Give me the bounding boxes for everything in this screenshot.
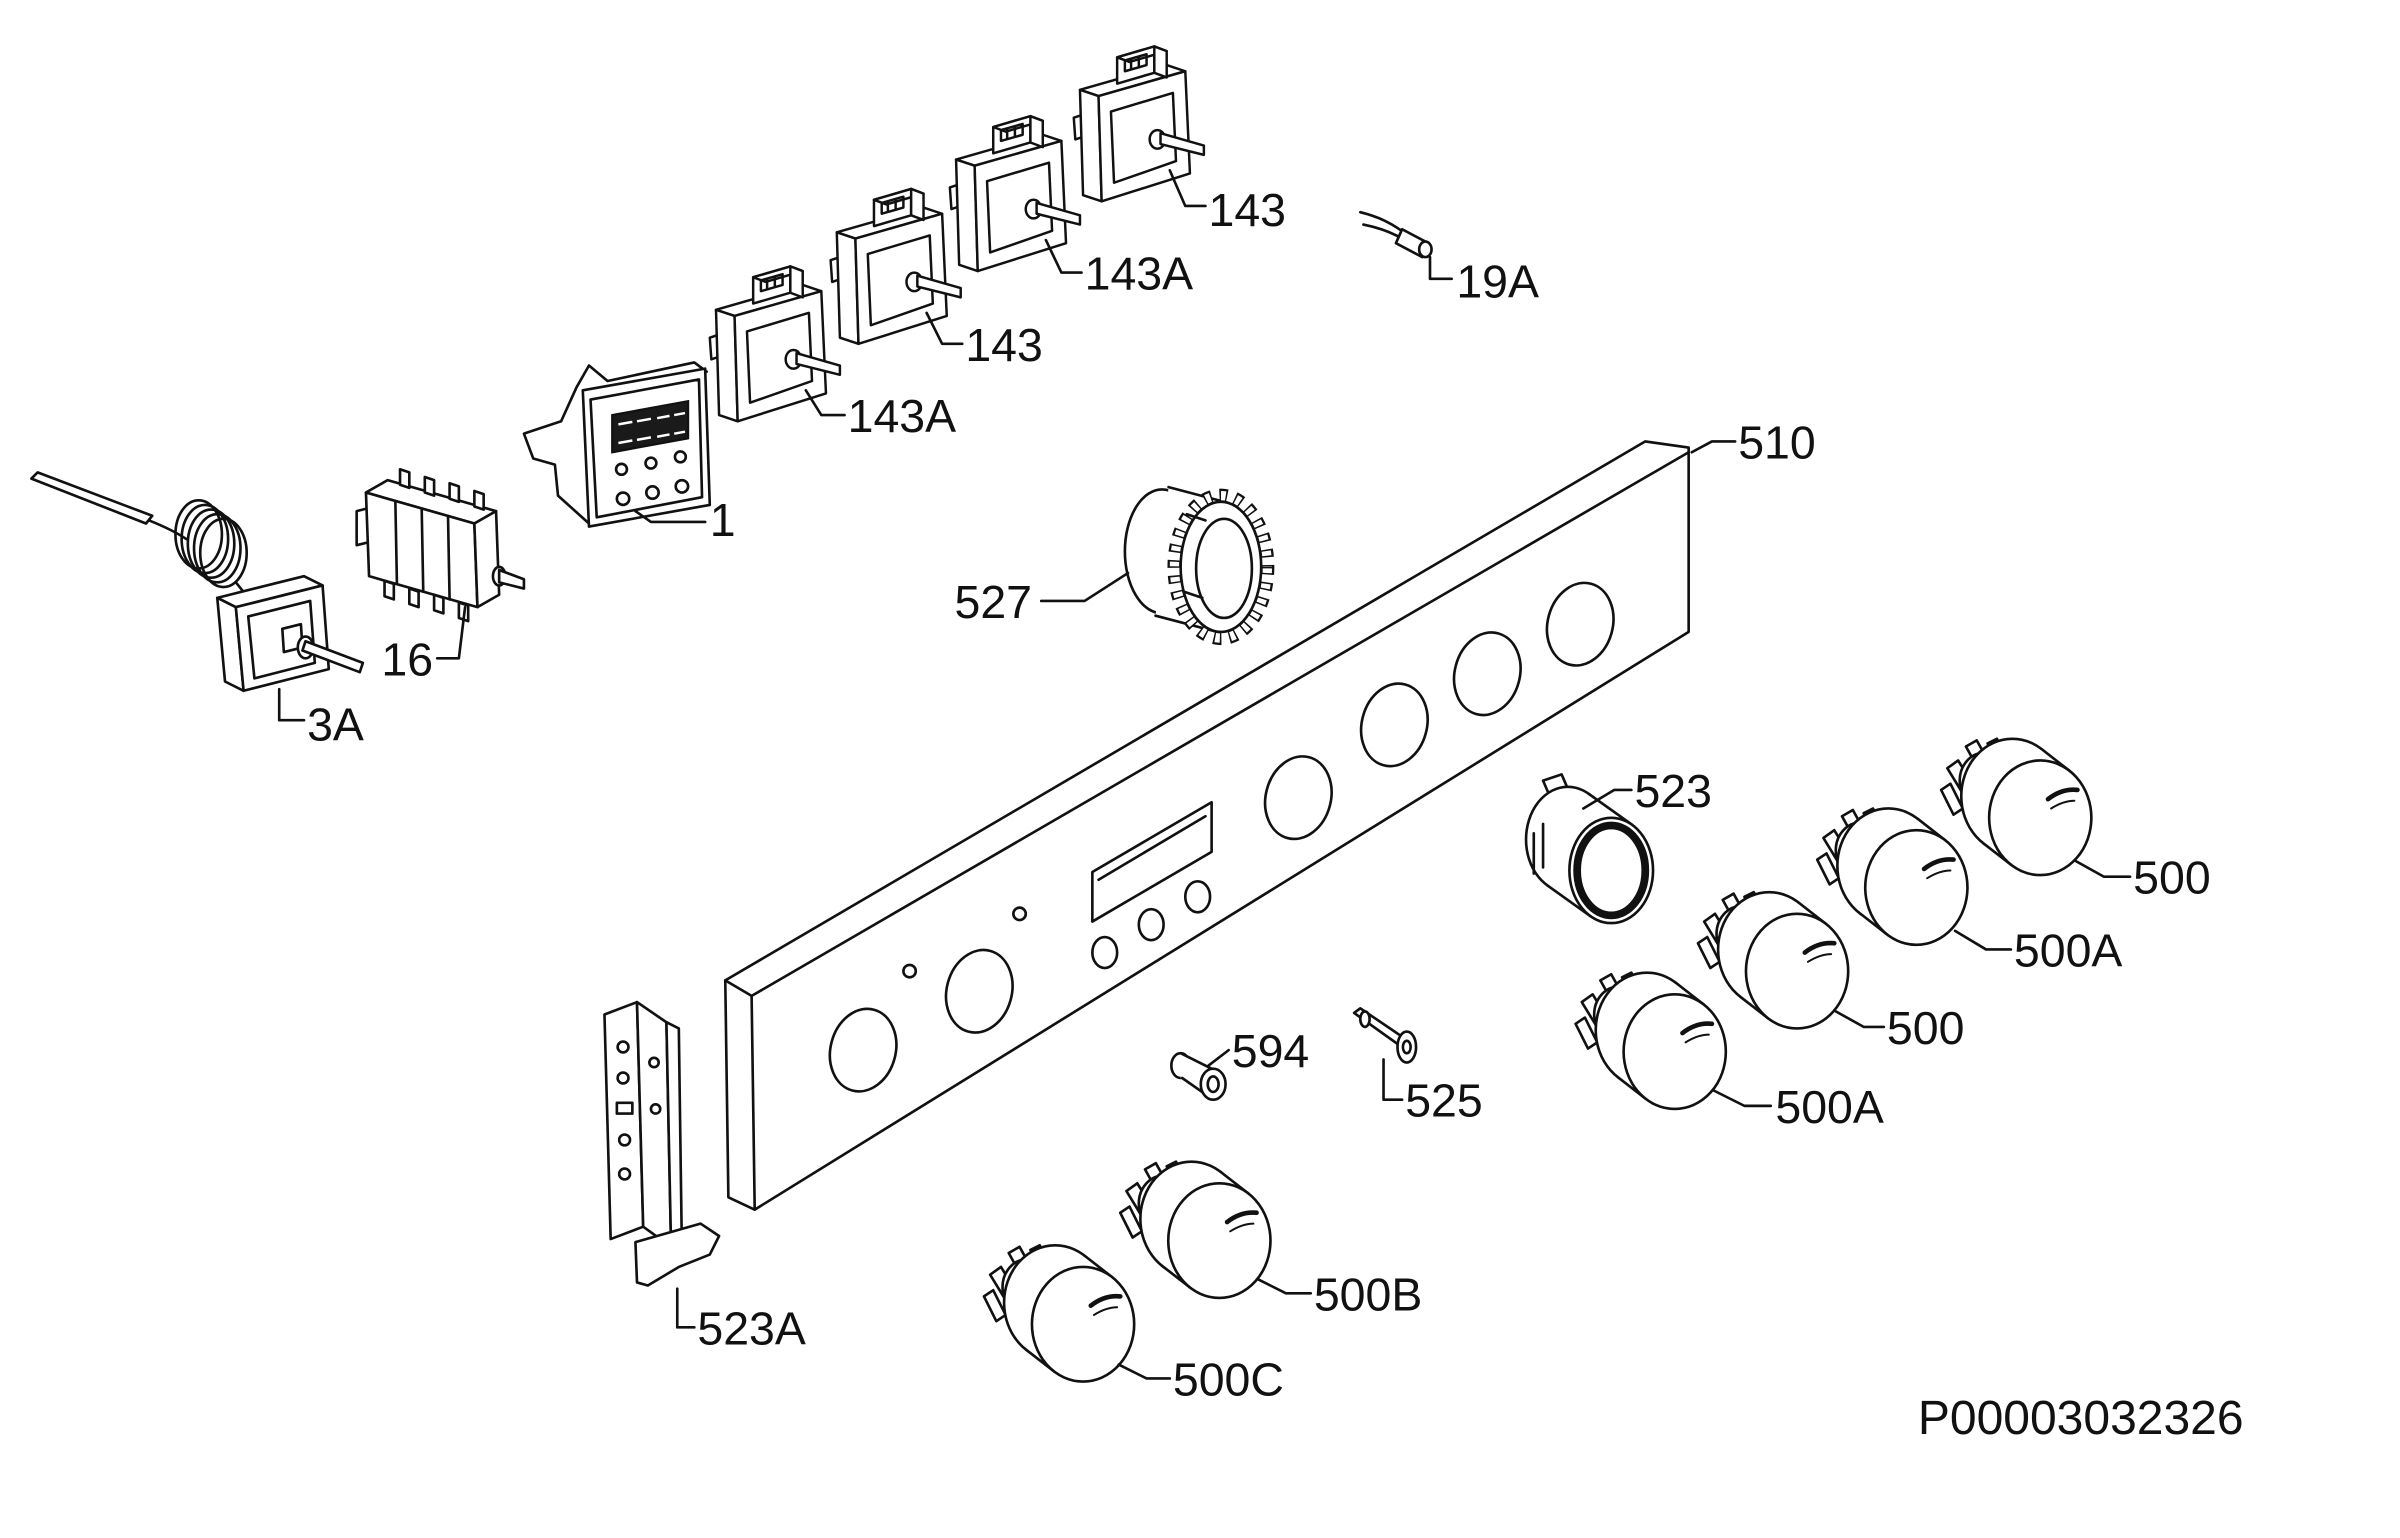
callout-label: 19A [1456,255,1539,307]
knob-bezel [1524,773,1655,925]
leader-line [1690,440,1737,454]
callout-label: 500B [1314,1268,1423,1320]
leader-line [634,509,707,524]
knob-hole [1452,631,1522,717]
button-hole [1183,879,1212,914]
leader-line [1168,169,1207,208]
panel-edge [723,450,1690,1211]
control-knob [1817,808,1967,944]
leader-line [1712,1089,1773,1108]
timer-button [614,462,629,477]
leader-line [1582,788,1633,810]
timer-button [644,485,660,501]
rotary-switch [948,114,1082,273]
drawing-number: P00003032326 [1918,1392,2244,1445]
callout-label: 500A [2014,924,2123,976]
leader-line [804,388,846,417]
knob-hole [828,1007,898,1093]
callout-label: 527 [955,576,1033,628]
leader-line [2074,859,2132,878]
timer-module [522,361,712,528]
indicator-hole [902,963,918,979]
leader-line [1039,571,1130,603]
leader-lines [277,169,2132,1380]
leader-line [435,605,467,660]
thermostat [30,471,365,693]
callout-label: 523A [697,1302,806,1354]
leader-line [1044,238,1083,274]
callout-label: 143A [1085,248,1194,300]
callout-label: 510 [1738,416,1816,468]
timer-button [615,491,631,507]
leader-line [1382,1058,1404,1101]
control-knob [1576,973,1726,1109]
control-knob [1698,892,1848,1028]
knob-hole [944,948,1014,1034]
leader-line [925,311,964,346]
display-window [1091,800,1213,923]
leader-line [1207,1048,1230,1067]
rotary-switch [708,265,842,423]
leader-line [1256,1278,1313,1295]
callout-label: 143A [848,390,957,442]
callout-label: 500 [2133,852,2211,904]
timer-button [674,478,690,494]
timer-button [644,456,658,470]
knob-hole [1263,755,1333,841]
control-knob [1941,739,2091,875]
callout-label: 500A [1775,1081,1884,1133]
callout-label: 525 [1405,1075,1483,1127]
pin [1352,1006,1418,1064]
control-panel [723,440,1690,1211]
leader-line [675,1287,696,1329]
callout-label: 143 [965,319,1043,371]
control-knob [984,1245,1134,1381]
callout-label: 500 [1887,1002,1965,1054]
callout-label: 1 [710,494,736,546]
leader-line [277,687,306,722]
control-knob [1120,1162,1270,1298]
leader-line [1953,929,2013,951]
rotary-switch [829,187,962,346]
callout-label: 143 [1209,184,1287,236]
wired-component [1358,210,1433,259]
callout-label: 594 [1232,1025,1310,1077]
callout-label: 3A [307,698,364,750]
thermostat-probe [30,471,154,525]
indicator-hole [1012,906,1028,922]
callout-label: 523 [1634,765,1712,817]
callout-label: 500C [1173,1354,1284,1406]
button-hole [1137,907,1165,942]
knob-hole [1359,682,1429,768]
callout-label: 16 [381,633,433,685]
knob-hole [1545,581,1615,667]
mounting-bracket [603,1000,721,1287]
leader-line [1117,1363,1172,1380]
leader-line [1428,255,1454,281]
callout-labels: 143 143A 19A 143 143A 510 1 527 16 3A 52… [307,184,2211,1405]
capillary-coil [174,498,249,589]
timer-button [673,450,688,464]
rotary-switch [1072,45,1206,203]
bushing [1170,1051,1227,1101]
selector-switch [355,467,526,623]
leader-line [1834,1010,1886,1029]
bezel-ring [1123,485,1275,646]
button-hole [1091,935,1119,970]
